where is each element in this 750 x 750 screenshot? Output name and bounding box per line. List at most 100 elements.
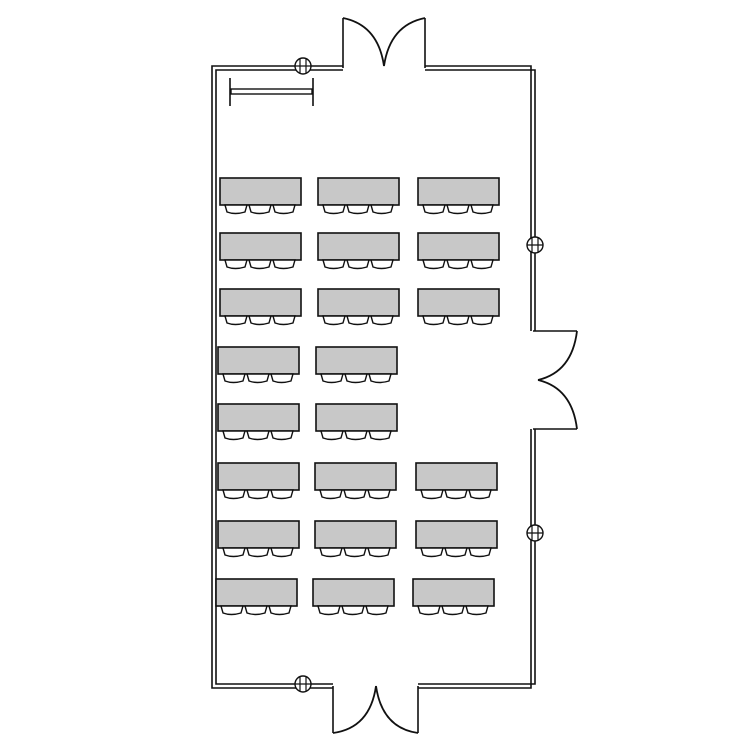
table-with-chairs	[315, 403, 398, 441]
table	[315, 346, 398, 375]
chair	[270, 489, 294, 500]
table	[219, 232, 302, 261]
chair	[322, 259, 346, 270]
chair	[365, 605, 389, 616]
chair	[470, 315, 494, 326]
door-bottom	[332, 685, 419, 734]
table	[219, 288, 302, 317]
chair	[346, 204, 370, 215]
table	[317, 232, 400, 261]
chair	[246, 547, 270, 558]
chair	[422, 315, 446, 326]
chair	[346, 315, 370, 326]
chair	[319, 547, 343, 558]
chair	[246, 373, 270, 384]
chair	[465, 605, 489, 616]
chair	[270, 547, 294, 558]
chair	[370, 204, 394, 215]
chair	[270, 430, 294, 441]
chair	[246, 430, 270, 441]
chair	[224, 259, 248, 270]
chair	[420, 489, 444, 500]
chair	[367, 547, 391, 558]
door-top	[342, 17, 426, 67]
chair	[468, 547, 492, 558]
table	[412, 578, 495, 607]
outlet-icon	[294, 57, 312, 75]
door-right	[537, 330, 578, 430]
table-with-chairs	[417, 177, 500, 215]
chair	[420, 547, 444, 558]
table	[317, 177, 400, 206]
outlets	[294, 57, 544, 693]
tables	[215, 177, 500, 616]
table	[312, 578, 395, 607]
chair	[246, 489, 270, 500]
table-with-chairs	[215, 578, 298, 616]
table-with-chairs	[219, 177, 302, 215]
outlet-icon	[526, 524, 544, 542]
chair	[368, 430, 392, 441]
table	[215, 578, 298, 607]
table	[417, 232, 500, 261]
table-with-chairs	[415, 462, 498, 500]
chair	[343, 547, 367, 558]
table-with-chairs	[412, 578, 495, 616]
chair	[272, 204, 296, 215]
table	[417, 288, 500, 317]
table-with-chairs	[315, 346, 398, 384]
chair	[470, 204, 494, 215]
table-with-chairs	[417, 288, 500, 326]
table-with-chairs	[317, 288, 400, 326]
chair	[468, 489, 492, 500]
whiteboard	[229, 78, 314, 106]
table	[217, 346, 300, 375]
chair	[370, 315, 394, 326]
chair	[367, 489, 391, 500]
chair	[222, 489, 246, 500]
table	[415, 462, 498, 491]
door-frame-bottom	[332, 686, 419, 733]
chair	[422, 204, 446, 215]
chair	[322, 315, 346, 326]
chair	[417, 605, 441, 616]
table	[217, 403, 300, 432]
chair	[368, 373, 392, 384]
chair	[222, 430, 246, 441]
outlet-icon	[294, 675, 312, 693]
table	[314, 462, 397, 491]
chair	[248, 315, 272, 326]
chair	[317, 605, 341, 616]
chair	[224, 204, 248, 215]
chair	[272, 315, 296, 326]
table	[314, 520, 397, 549]
chair	[344, 430, 368, 441]
chair	[370, 259, 394, 270]
table-with-chairs	[217, 462, 300, 500]
table-with-chairs	[217, 346, 300, 384]
table	[219, 177, 302, 206]
chair	[248, 204, 272, 215]
chair	[446, 204, 470, 215]
table-with-chairs	[217, 403, 300, 441]
chair	[220, 605, 244, 616]
chair	[346, 259, 370, 270]
table	[317, 288, 400, 317]
chair	[222, 547, 246, 558]
table-with-chairs	[219, 288, 302, 326]
table-with-chairs	[317, 232, 400, 270]
chair	[341, 605, 365, 616]
chair	[446, 259, 470, 270]
table	[415, 520, 498, 549]
chair	[272, 259, 296, 270]
table-with-chairs	[219, 232, 302, 270]
table-with-chairs	[314, 520, 397, 558]
chair	[446, 315, 470, 326]
chair	[320, 373, 344, 384]
table-with-chairs	[415, 520, 498, 558]
chair	[344, 373, 368, 384]
door-frame-right	[533, 330, 577, 430]
table	[217, 520, 300, 549]
table-with-chairs	[312, 578, 395, 616]
